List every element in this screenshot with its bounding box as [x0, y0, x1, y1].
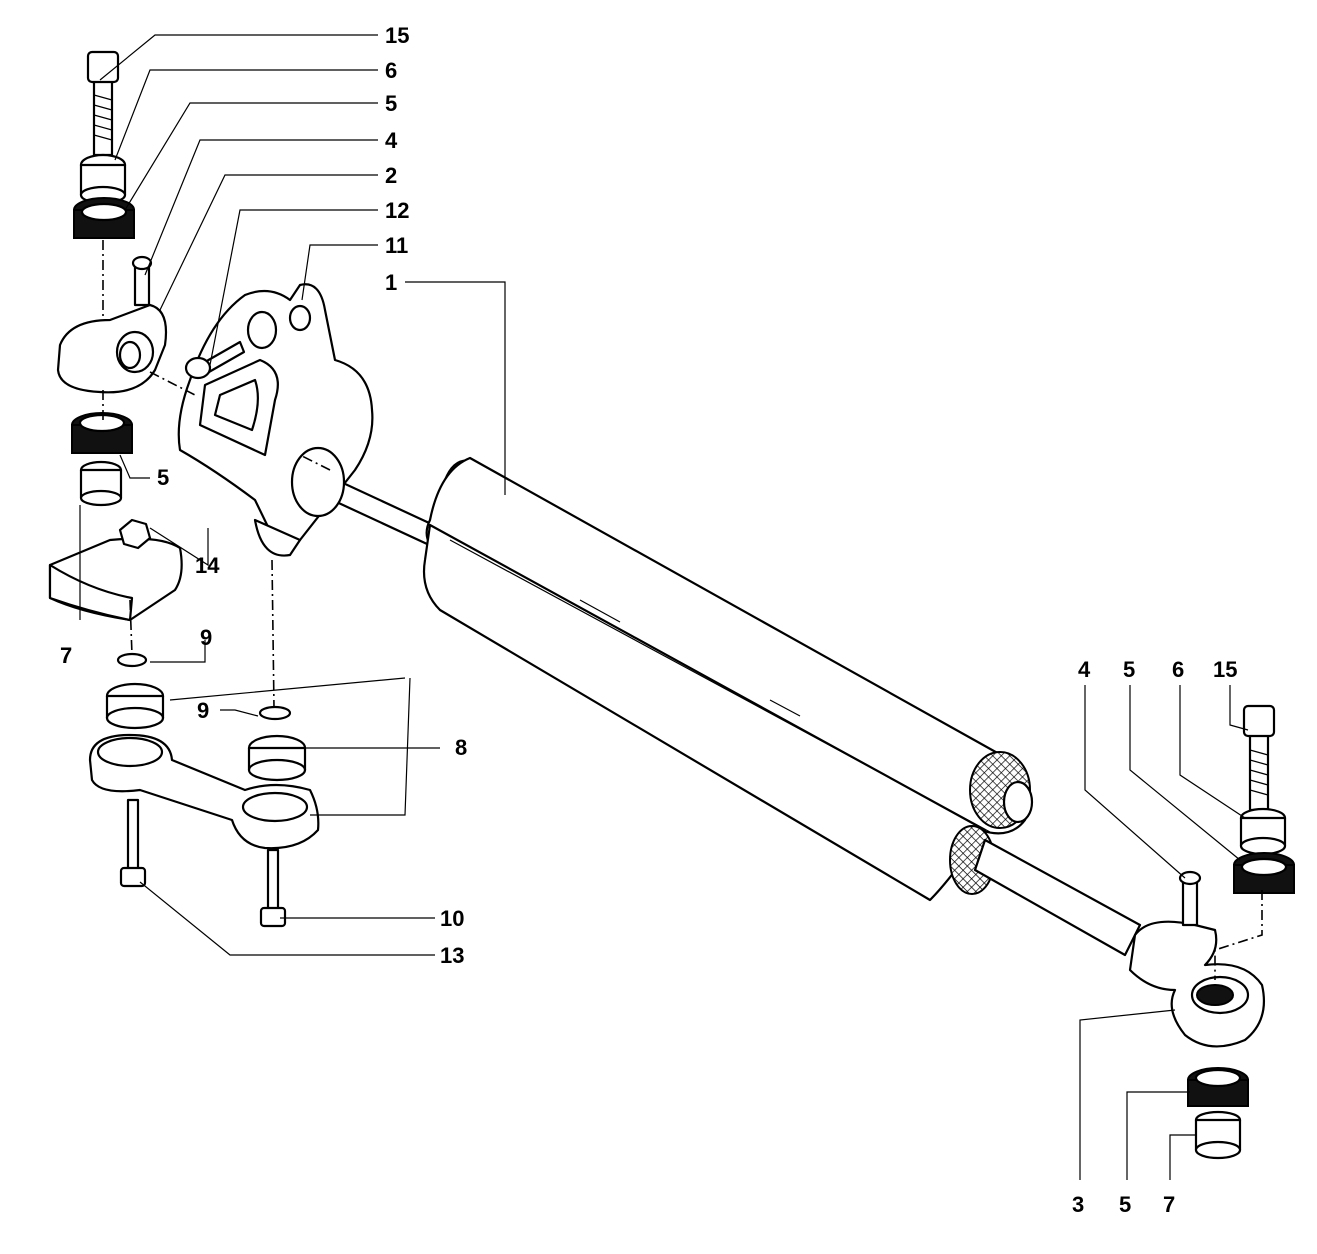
- callout-5-right-bottom: 5: [1119, 1192, 1131, 1217]
- callout-labels: 15 6 5 4 2 12 11 1 5 14 7 9 9 8 10 13 4 …: [60, 23, 1237, 1217]
- callout-10: 10: [440, 906, 464, 931]
- callout-4-right: 4: [1078, 657, 1091, 682]
- frame-bracket: [48, 518, 183, 622]
- right-hardware-stack: [1187, 704, 1295, 1160]
- right-rod-end: [1128, 870, 1266, 1048]
- callout-6-top: 6: [385, 58, 397, 83]
- callout-5-top: 5: [385, 91, 397, 116]
- leader-lines: [79, 34, 1249, 1180]
- callout-11: 11: [385, 233, 408, 258]
- callout-15-top: 15: [385, 23, 409, 48]
- callout-13: 13: [440, 943, 464, 968]
- callout-9-lower: 9: [197, 698, 209, 723]
- callout-2: 2: [385, 163, 397, 188]
- callout-7-left: 7: [60, 643, 72, 668]
- callout-12: 12: [385, 198, 409, 223]
- damper-body: [306, 456, 1142, 957]
- callout-8: 8: [455, 735, 467, 760]
- callout-9-upper: 9: [200, 625, 212, 650]
- callout-3: 3: [1072, 1192, 1084, 1217]
- callout-4-top: 4: [385, 128, 398, 153]
- callout-6-right: 6: [1172, 657, 1184, 682]
- callout-1: 1: [385, 270, 397, 295]
- left-clamp-bracket: [177, 283, 374, 557]
- assembly-axes: [102, 240, 1263, 980]
- steering-arm: [88, 652, 320, 928]
- callout-5-right-top: 5: [1123, 657, 1135, 682]
- left-hardware-stack: [71, 50, 135, 507]
- callout-15-right: 15: [1213, 657, 1237, 682]
- callout-7-right: 7: [1163, 1192, 1175, 1217]
- left-rod-end: [56, 255, 168, 394]
- callout-14: 14: [195, 553, 220, 578]
- callout-5-left: 5: [157, 465, 169, 490]
